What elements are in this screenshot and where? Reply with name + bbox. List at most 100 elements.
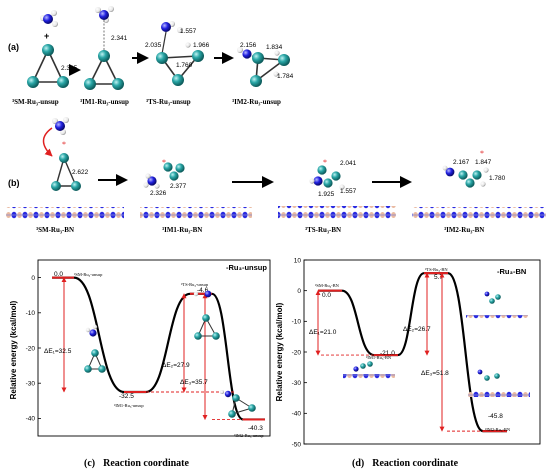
point-name-label: ³TS-Ru₃-BN [425,267,448,272]
energy-value-label: -45.8 [488,413,503,420]
red-star-1: * [62,140,66,149]
bond-b1-0: 2.622 [72,169,89,176]
bond-b3-1: 1.925 [318,191,335,198]
bond-a3-3: 1.760 [176,62,193,69]
energy-value-label: 0.0 [54,271,63,278]
label-b4: ³IM2-Ru₃-BN [444,226,484,234]
label-a4: ³IM2-Ru₃-unsup [232,98,281,106]
bond-a3-1: 1.557 [180,28,197,35]
chart-c-insets [84,290,256,418]
bond-b3-0: 2.041 [340,160,357,167]
point-name-label: ³IM1-Ru₃-unsup [114,403,144,408]
chart-d-caption: (d)Reaction coordinate [352,458,459,469]
bond-a3-2: 1.966 [193,42,210,49]
chart-d: Relative energy (kcal/mol) -Ru₃-BN 10 0 -1… [275,257,541,469]
structure-a2: 2.341 [84,6,128,90]
chart-d-ticks: 10 0 -10 -20 -30 -40 -50 [292,257,307,448]
bn-sheet-4 [412,207,546,219]
chart-c: Relative energy (kcal/mol) -Ru₃-unsup 0 -… [9,259,271,469]
red-star-2: * [162,158,166,167]
energy-value-label: 5.7 [434,274,443,281]
structure-b4: * 2.167 1.847 1.780 [442,149,506,188]
energy-value-label: -21.0 [380,350,395,357]
chart-c-title: -Ru₃-unsup [226,263,267,272]
label-b3: ³TS-Ru₃-BN [305,226,341,234]
red-curved-arrow [42,127,53,157]
bond-a4-2: 1.784 [277,73,294,80]
structure-b3: * 2.041 1.925 1.557 [309,158,357,198]
delta-e-label-2: ΔE₂=27.9 [162,362,190,369]
energy-value-label: -4.6 [197,287,209,294]
delta-e-label-1: ΔE₁=21.0 [309,329,337,336]
panel-a-label: (a) [8,42,19,52]
ytick-label: -10 [292,319,302,326]
nh3-molecule-b [52,117,69,135]
structure-a3: 2.035 1.557 1.966 1.760 [145,21,210,86]
plus-sign: + [44,31,49,41]
chart-c-caption: (c)Reaction coordinate [84,458,189,469]
label-a1: ³SM-Ru₃-unsup [12,98,59,106]
bond-b4-0: 2.167 [453,159,470,166]
chart-d-ylabel: Relative energy (kcal/mol) [275,302,284,401]
ytick-label: -10 [26,310,36,317]
ytick-label: -30 [292,380,302,387]
energy-value-label: 0.0 [322,292,331,299]
energy-value-label: -32.5 [119,393,134,400]
chart-c-ylabel: Relative energy (kcal/mol) [9,300,18,399]
ytick-label: 10 [294,257,302,264]
panel-b-label: (b) [8,178,20,188]
chart-c-ticks: 0 -10 -20 -30 -40 [26,275,41,423]
chart-d-frame [303,259,541,445]
panel-b: (b) * 2.622 ³SM-Ru₃-BN [6,117,546,234]
label-a3: ³TS-Ru₃-unsup [146,98,191,106]
structure-b2: * 2.326 2.377 [143,158,187,197]
bond-b3-2: 1.557 [340,188,357,195]
ytick-label: -50 [292,441,302,448]
point-name-label: ³IM1-Ru₃-BN [366,355,392,360]
point-name-label: ³IM2-Ru₃-unsup [234,433,264,438]
bond-b4-1: 1.847 [475,159,492,166]
bond-b4-2: 1.780 [489,175,506,182]
red-star-4: * [480,149,484,158]
ytick-label: -30 [26,381,36,388]
energy-profile-line [52,276,265,421]
ytick-label: -20 [292,349,302,356]
point-name-label: ³SM-Ru₃-unsup [74,272,103,277]
ytick-label: 0 [31,275,35,282]
chart-d-title: -Ru₃-BN [497,267,526,276]
ytick-label: -40 [292,411,302,418]
bond-b2-1: 2.377 [170,183,187,190]
ytick-label: -20 [26,345,36,352]
structure-b1: 2.622 [51,153,89,191]
bond-b2-0: 2.326 [150,190,167,197]
bond-a3-0: 2.035 [145,42,162,49]
red-star-3: * [323,158,327,167]
delta-e-label-2: ΔE₂=26.7 [403,326,431,333]
bond-a2-0: 2.341 [111,35,128,42]
label-b2: ³IM1-Ru₃-BN [162,226,202,234]
bn-sheet-2 [140,207,252,219]
label-b1: ³SM-Ru₃-BN [36,226,74,234]
bond-a4-1: 1.834 [266,44,283,51]
point-name-label: ³IM2-Ru₃-BN [485,427,511,432]
bn-sheet-1 [6,207,124,219]
structure-a1: 2.395 [27,44,78,88]
point-name-label: ³TS-Ru₃-unsup [181,282,209,287]
delta-e-label-3: ΔE₃=35.7 [180,379,208,386]
bond-a4-0: 2.156 [240,42,257,49]
delta-e-label-3: ΔE₃=51.8 [421,370,449,377]
structure-a4: 2.156 1.834 1.784 [237,42,294,87]
label-a2: ³IM1-Ru₃-unsup [80,98,129,106]
nh3-molecule [40,10,58,27]
ytick-label: 0 [297,288,301,295]
energy-value-label: -40.3 [248,425,263,432]
point-name-label: ³SM-Ru₃-BN [315,283,340,288]
panel-a: (a) + 2.395 ³SM-Ru₃-unsup [8,6,294,106]
ytick-label: -40 [26,416,36,423]
chart-d-insets [343,291,530,397]
bn-sheet-3 [278,206,396,220]
